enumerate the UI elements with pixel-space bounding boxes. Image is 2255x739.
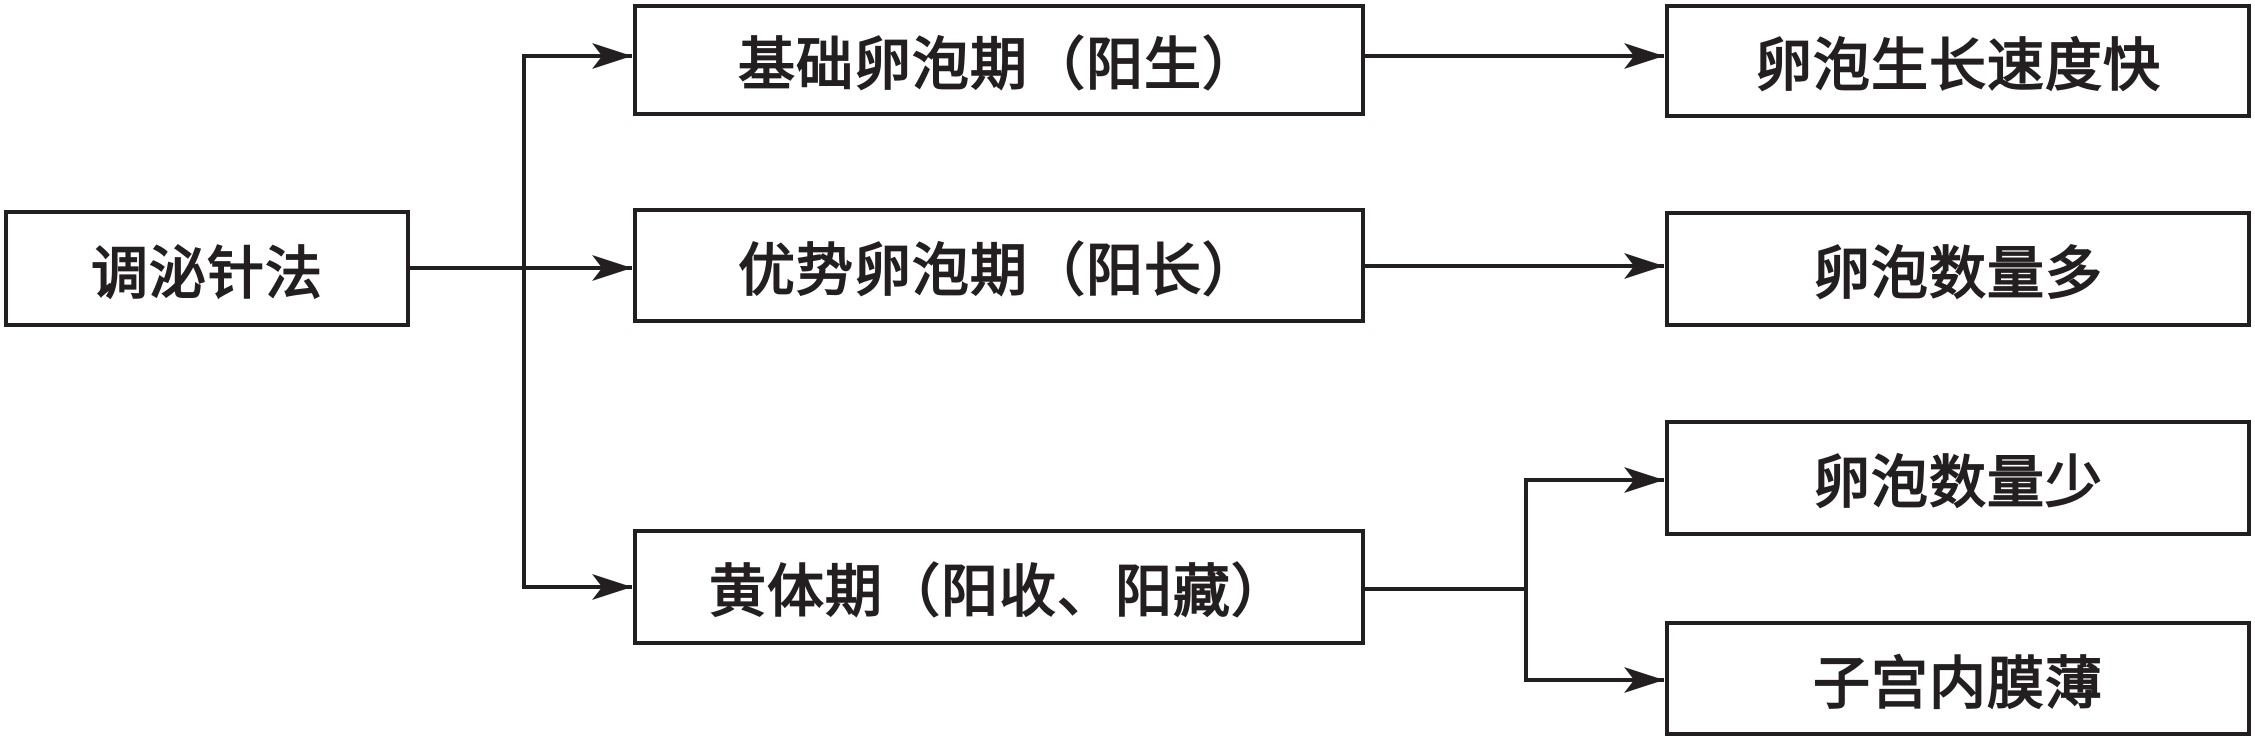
stage-node-label: 基础卵泡期（阳生） bbox=[738, 32, 1260, 98]
stage-node-label: 黄体期（阳收、阳藏） bbox=[709, 559, 1289, 625]
result-node-few-follicles: 卵泡数量少 bbox=[1665, 420, 2251, 536]
result-node-thin-endometrium: 子宫内膜薄 bbox=[1665, 621, 2251, 736]
result-node-label: 卵泡生长速度快 bbox=[1755, 33, 2161, 99]
root-node: 调泌针法 bbox=[4, 210, 410, 327]
result-node-label: 卵泡数量少 bbox=[1813, 450, 2103, 516]
stage-node-basal-follicular: 基础卵泡期（阳生） bbox=[633, 4, 1365, 116]
result-node-label: 卵泡数量多 bbox=[1813, 241, 2103, 307]
result-node-label: 子宫内膜薄 bbox=[1813, 650, 2103, 717]
root-node-label: 调泌针法 bbox=[91, 240, 323, 307]
stage-node-dominant-follicular: 优势卵泡期（阳长） bbox=[633, 208, 1365, 323]
stage-node-luteal: 黄体期（阳收、阳藏） bbox=[633, 529, 1365, 645]
stage-node-label: 优势卵泡期（阳长） bbox=[738, 237, 1260, 304]
result-node-many-follicles: 卵泡数量多 bbox=[1665, 211, 2251, 327]
result-node-fast-growth: 卵泡生长速度快 bbox=[1665, 4, 2251, 118]
